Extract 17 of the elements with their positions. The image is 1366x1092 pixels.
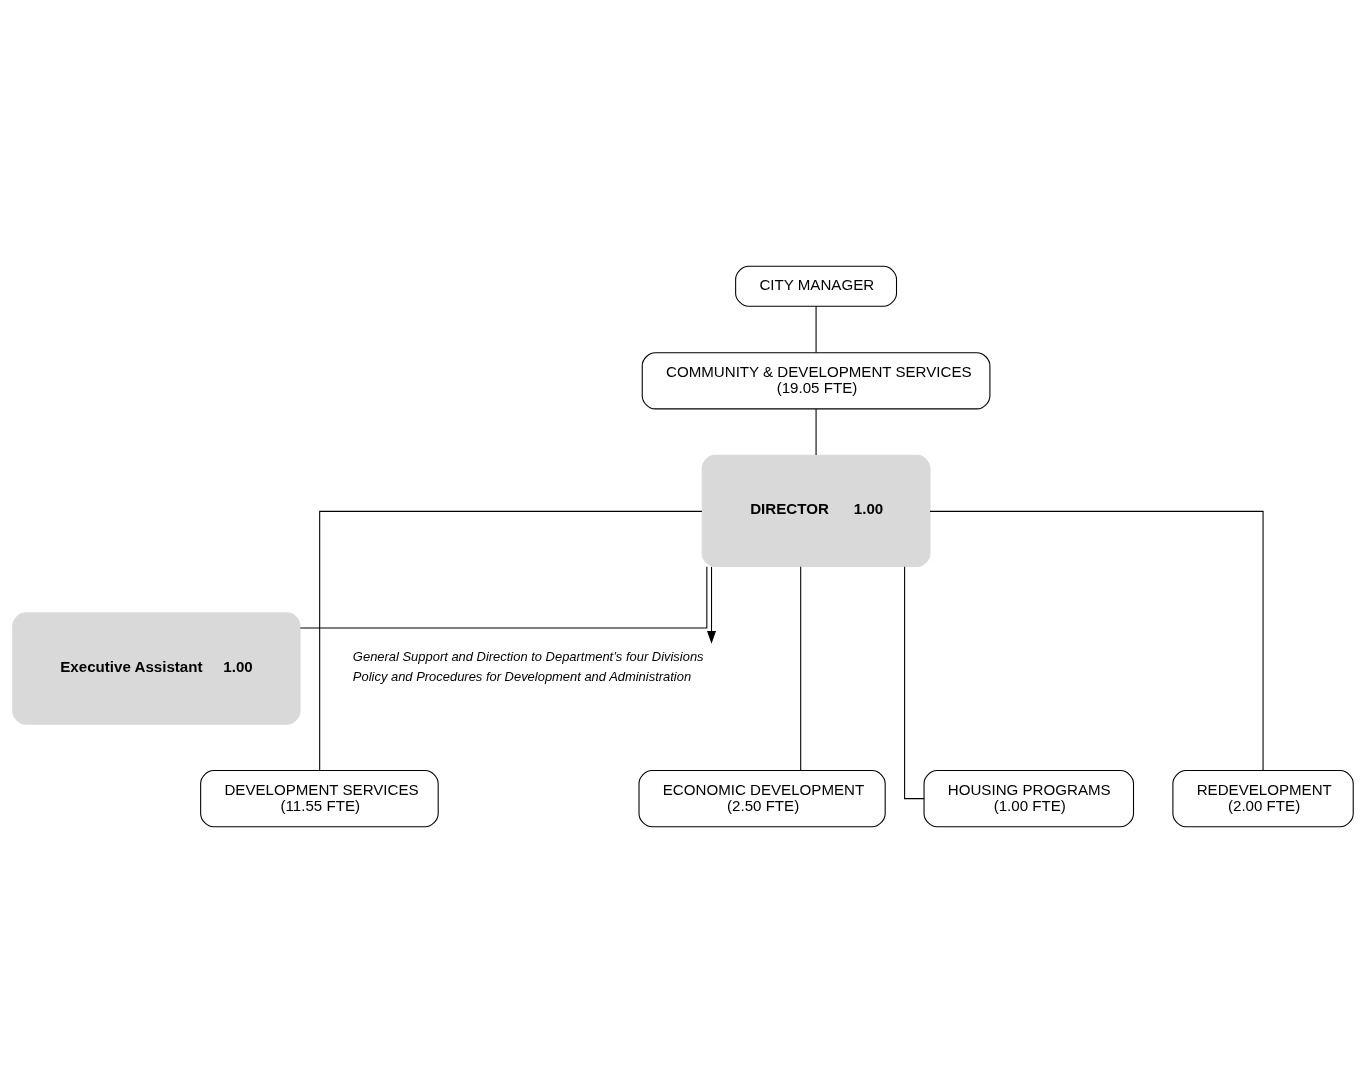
connector (319, 510, 703, 771)
connector (800, 565, 802, 771)
node-text: General Support and Direction to Department’s four Divisions Policy and Procedures for Development and Administration (352, 648, 704, 684)
node-box: CITY MANAGER (735, 265, 898, 307)
node-box: DIRECTOR 1.00 (701, 454, 931, 567)
connector (815, 305, 817, 353)
connector (815, 407, 817, 455)
connector (904, 565, 925, 799)
connector (929, 510, 1264, 771)
node-box: COMMUNITY & DEVELOPMENT SERVICES (19.05 FTE) (641, 351, 991, 409)
node-box: REDEVELOPMENT (2.00 FTE) (1172, 769, 1354, 827)
node-box: HOUSING PROGRAMS (1.00 FTE) (923, 769, 1135, 827)
node-box: ECONOMIC DEVELOPMENT (2.50 FTE) (638, 769, 886, 827)
connector (299, 565, 708, 629)
arrow (707, 565, 717, 644)
node-box: DEVELOPMENT SERVICES (11.55 FTE) (200, 769, 439, 827)
node-box: Executive Assistant 1.00 (12, 611, 301, 725)
